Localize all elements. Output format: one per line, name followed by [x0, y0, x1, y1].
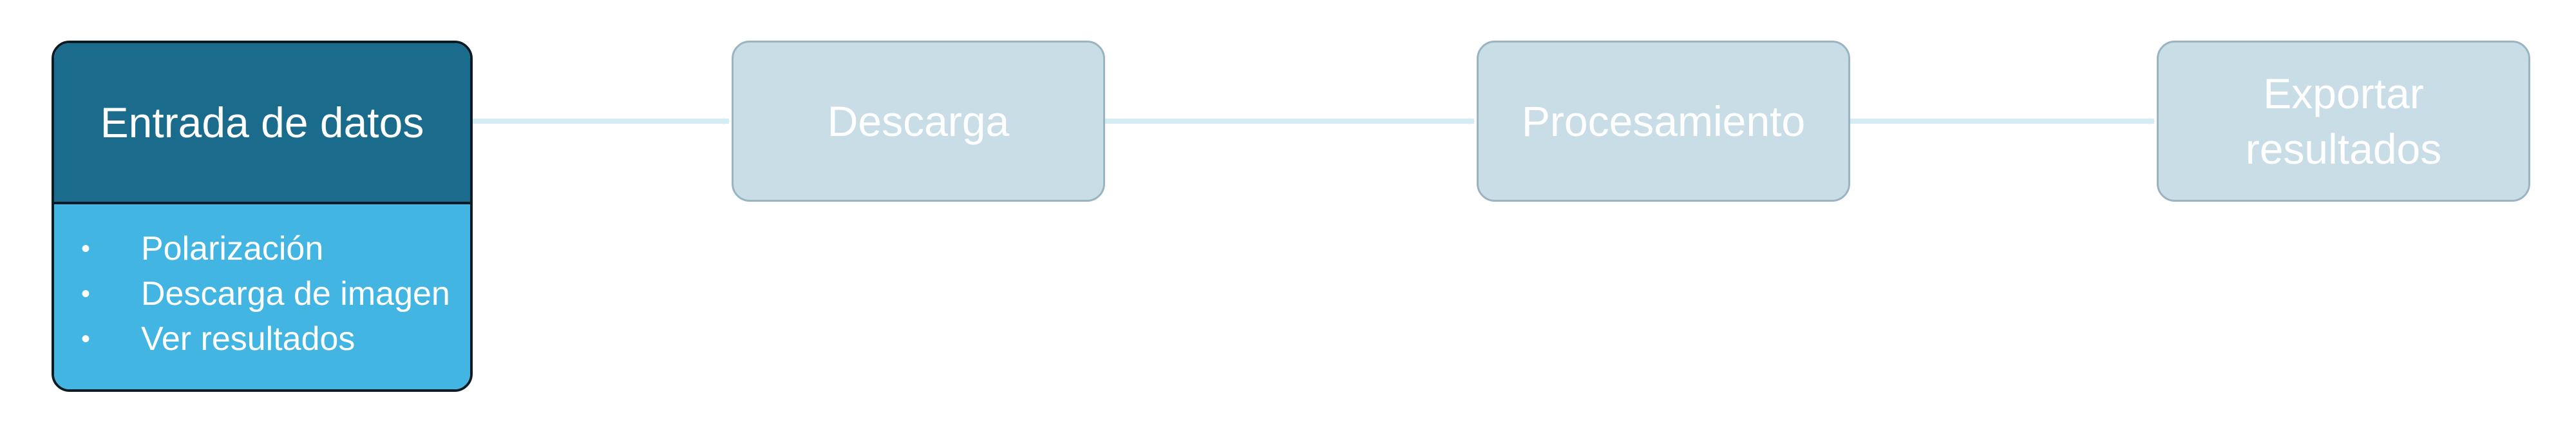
step-item: • Descarga de imagen	[54, 271, 470, 316]
bullet-icon: •	[81, 235, 91, 263]
step-item-label: Polarización	[141, 230, 324, 267]
step-exportar-resultados: Exportar resultados	[2157, 41, 2530, 202]
step-item-label: Ver resultados	[141, 320, 355, 358]
step-item: • Ver resultados	[54, 316, 470, 362]
step-item-label: Descarga de imagen	[141, 275, 450, 313]
bullet-icon: •	[81, 280, 91, 308]
step-descarga: Descarga	[732, 41, 1105, 202]
step-title-text: Exportar resultados	[2245, 70, 2442, 173]
step-title-text: Entrada de datos	[100, 99, 424, 146]
step-entrada-de-datos: Entrada de datos • Polarización • Descar…	[52, 41, 473, 392]
step-title-text: Descarga	[827, 97, 1010, 145]
step-details: • Polarización • Descarga de imagen • Ve…	[54, 204, 470, 389]
step-title-text: Procesamiento	[1521, 97, 1806, 145]
step-procesamiento: Procesamiento	[1477, 41, 1850, 202]
step-title: Entrada de datos	[54, 43, 470, 204]
step-item: • Polarización	[54, 226, 470, 271]
bullet-icon: •	[81, 325, 91, 353]
step-item-list: • Polarización • Descarga de imagen • Ve…	[54, 226, 470, 362]
